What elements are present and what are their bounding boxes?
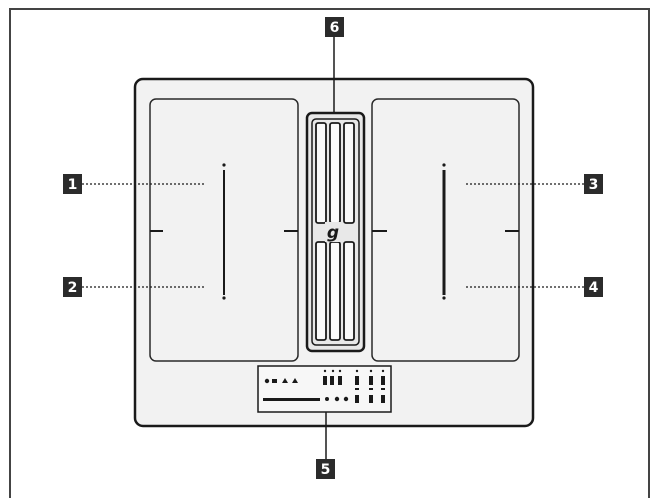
power-icon bbox=[264, 378, 270, 384]
callout-1: 1 bbox=[63, 174, 82, 194]
extractor-symbol-bg bbox=[325, 222, 341, 242]
small-bar-3 bbox=[381, 388, 385, 390]
indicator-dot-6 bbox=[381, 369, 385, 373]
callout-5-box bbox=[316, 459, 335, 479]
left-zone-dot-top bbox=[222, 163, 226, 167]
indicator-dot-1 bbox=[323, 369, 327, 373]
callout-2-label: 2 bbox=[68, 280, 78, 296]
extractor-symbol: g bbox=[327, 223, 339, 243]
extractor-slot-bottom-right bbox=[343, 241, 355, 341]
digit-display-5 bbox=[369, 376, 373, 385]
small-bar-2 bbox=[369, 388, 373, 390]
callout-6-box bbox=[325, 17, 344, 37]
extractor-slot-bottom-middle bbox=[329, 241, 341, 341]
extractor-inner bbox=[311, 118, 360, 346]
digit-display-6 bbox=[381, 376, 385, 385]
extractor-slot-top-left bbox=[315, 122, 327, 224]
control-panel-top-row bbox=[264, 369, 385, 385]
callout-5-label: 5 bbox=[321, 462, 331, 478]
digit-display-2 bbox=[330, 376, 334, 385]
indicator-dot-2 bbox=[331, 369, 335, 373]
callout-4-label: 4 bbox=[589, 280, 599, 296]
digit-display-4 bbox=[355, 376, 359, 385]
small-bar-1 bbox=[355, 388, 359, 390]
left-zone-dot-bottom bbox=[222, 296, 226, 300]
control-panel bbox=[257, 365, 392, 413]
slider-bar bbox=[263, 398, 320, 401]
callout-6-label: 6 bbox=[330, 20, 340, 36]
digit-display-8 bbox=[369, 395, 373, 403]
indicator-dot-5 bbox=[369, 369, 373, 373]
pause-icon bbox=[343, 396, 349, 402]
control-panel-box bbox=[257, 365, 392, 413]
extractor-vent: g bbox=[305, 111, 366, 353]
callout-4: 4 bbox=[584, 277, 603, 297]
callout-5: 5 bbox=[316, 459, 335, 479]
callout-3-box bbox=[584, 174, 603, 194]
control-panel-bottom-row bbox=[263, 388, 385, 403]
extractor-slot-top-middle bbox=[329, 122, 341, 224]
extractor-slot-top-right bbox=[343, 122, 355, 224]
leader-lines bbox=[82, 183, 584, 288]
callout-3-label: 3 bbox=[589, 177, 599, 193]
extractor-slot-bottom-left bbox=[315, 241, 327, 341]
digit-display-1 bbox=[323, 376, 327, 385]
callout-1-label: 1 bbox=[68, 177, 78, 193]
callout-4-box bbox=[584, 277, 603, 297]
boost-icon bbox=[282, 378, 288, 383]
right-zone-dot-bottom bbox=[442, 296, 446, 300]
digit-display-7 bbox=[355, 395, 359, 403]
indicator-dot-3 bbox=[338, 369, 342, 373]
digit-display-3 bbox=[338, 376, 342, 385]
lock-icon bbox=[272, 379, 277, 383]
slider-dot bbox=[325, 397, 329, 401]
callout-3: 3 bbox=[584, 174, 603, 194]
indicator-dot-4 bbox=[355, 369, 359, 373]
callout-2-box bbox=[63, 277, 82, 297]
digit-display-9 bbox=[381, 395, 385, 403]
right-zone-dot-top bbox=[442, 163, 446, 167]
figure-frame bbox=[9, 8, 650, 502]
callout-2: 2 bbox=[63, 277, 82, 297]
timer-icon bbox=[334, 396, 340, 402]
boost-icon-2 bbox=[292, 378, 298, 383]
callout-6: 6 bbox=[325, 17, 344, 37]
callout-1-box bbox=[63, 174, 82, 194]
